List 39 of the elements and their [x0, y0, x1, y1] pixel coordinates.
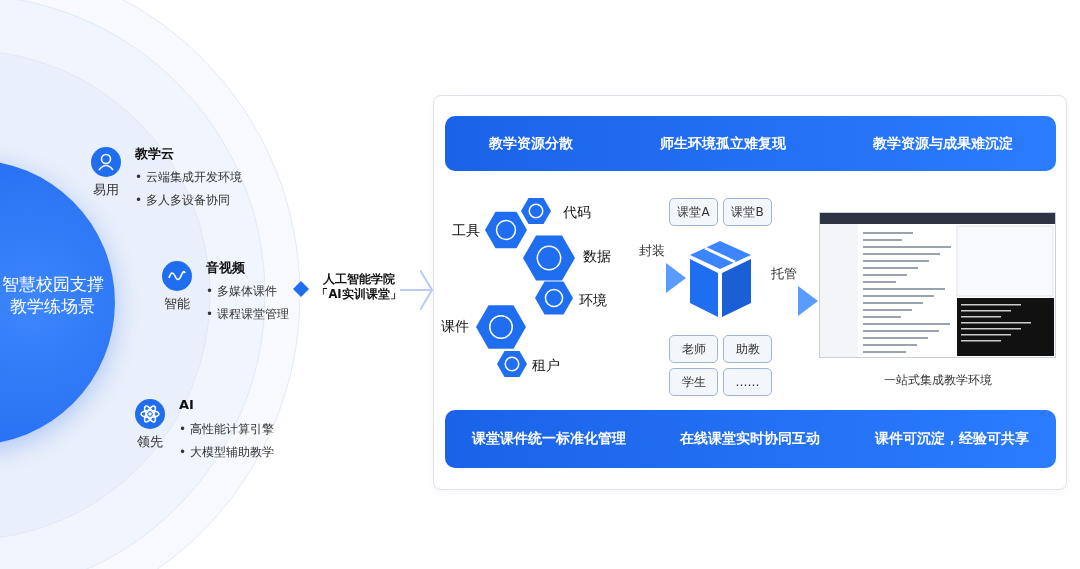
- banner-text: 课件可沉淀，经验可共享: [874, 430, 1029, 448]
- scene-title: 智慧校园支撑教学练场景: [0, 273, 105, 317]
- banner-text: 教学资源与成果难沉淀: [872, 134, 1013, 153]
- resource-label: 代码: [563, 204, 591, 222]
- role-tag: 助教: [723, 335, 772, 363]
- feature-heading: 音视频: [206, 259, 245, 277]
- resource-label: 租户: [532, 357, 560, 375]
- resource-label: 数据: [583, 248, 611, 266]
- feature-heading: AI: [179, 397, 194, 412]
- banner-bar: [445, 116, 1056, 171]
- resource-label: 环境: [579, 292, 607, 310]
- resource-label: 工具: [452, 222, 480, 240]
- role-tag: ……: [723, 368, 772, 396]
- edge-label: 封装: [639, 242, 665, 260]
- role-tag: 老师: [669, 335, 718, 363]
- banner-text: 师生环境孤立难复现: [659, 134, 786, 153]
- bullet-item: • 云端集成开发环境: [135, 169, 242, 186]
- role-tag: 课堂A: [669, 198, 718, 226]
- screenshot-caption: 一站式集成教学环境: [882, 372, 993, 389]
- bullet-item: • 课程课堂管理: [206, 306, 289, 323]
- bullet-item: • 多人多设备协同: [135, 192, 231, 209]
- panel-background: [433, 95, 1067, 490]
- bullet-item: • 大模型辅助教学: [179, 444, 274, 461]
- role-tag: 课堂B: [723, 198, 772, 226]
- feature-caption: 智能: [164, 295, 190, 313]
- role-tag: 学生: [669, 368, 718, 396]
- feature-heading: 教学云: [135, 145, 174, 163]
- banner-text: 课堂课件统一标准化管理: [472, 430, 627, 448]
- bullet-item: • 多媒体课件: [206, 283, 278, 300]
- edge-label: 托管: [770, 265, 797, 283]
- feature-caption: 领先: [137, 433, 163, 451]
- feature-caption: 易用: [93, 181, 119, 199]
- chevron-arrow: [399, 269, 433, 311]
- banner-bar: [445, 410, 1056, 468]
- bullet-item: • 高性能计算引擎: [179, 421, 274, 438]
- resource-label: 课件: [441, 318, 469, 336]
- course-title: 人工智能学院 「AI实训课堂」: [315, 272, 403, 302]
- banner-text: 教学资源分散: [488, 134, 573, 153]
- banner-text: 在线课堂实时协同互动: [680, 430, 821, 448]
